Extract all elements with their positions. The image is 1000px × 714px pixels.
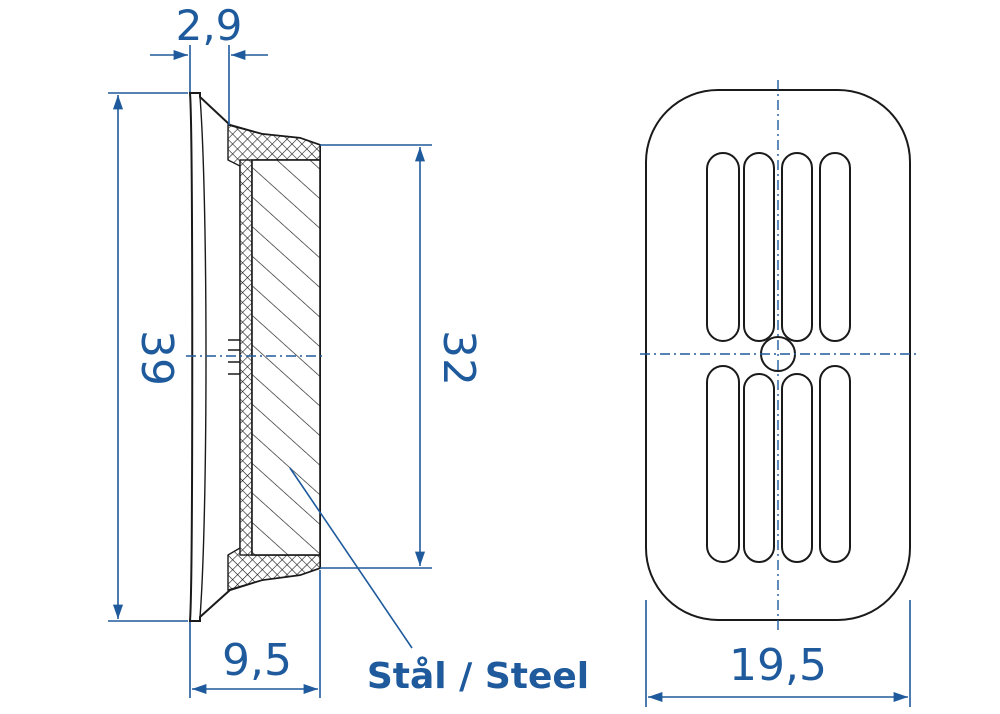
center-notch — [228, 339, 240, 375]
slot — [743, 373, 775, 563]
dim-flange-thickness: 2,9 — [150, 1, 268, 125]
dim-insert-height: 32 — [320, 144, 484, 569]
dim-outer-height: 39 — [108, 92, 188, 622]
steel-insert — [251, 159, 321, 556]
slot — [706, 365, 740, 563]
dim-label-width: 19,5 — [729, 640, 827, 691]
slot — [743, 152, 775, 342]
rubber-web — [239, 159, 253, 556]
slot — [781, 373, 813, 563]
dim-depth: 9,5 — [189, 570, 321, 698]
flange-inner-line — [199, 96, 207, 618]
slot — [819, 152, 851, 342]
dim-label-flange-thickness: 2,9 — [176, 1, 243, 50]
dim-width: 19,5 — [645, 600, 911, 707]
dim-label-depth: 9,5 — [222, 635, 292, 686]
dim-label-insert-height: 32 — [433, 330, 484, 386]
slot — [819, 365, 851, 563]
slot — [706, 152, 740, 342]
material-callout: Stål / Steel — [289, 467, 589, 697]
front-view — [640, 80, 918, 630]
side-section-view — [186, 92, 325, 622]
material-label: Stål / Steel — [367, 656, 589, 697]
dim-label-outer-height: 39 — [131, 330, 182, 386]
slot — [781, 152, 813, 342]
